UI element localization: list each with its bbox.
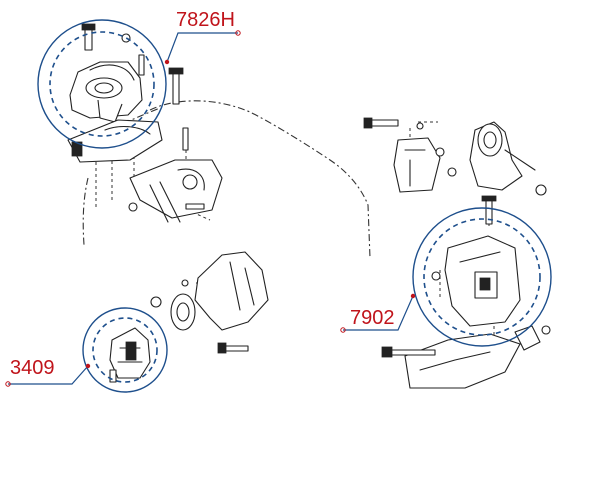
callout-circle-7902: [412, 207, 552, 347]
leader-dot-7902: [410, 293, 416, 299]
leader-end-7902: [340, 327, 346, 333]
rear-engine-mount: [381, 195, 551, 389]
leader-line-7826H: [166, 32, 238, 63]
center-bracket: [150, 251, 269, 354]
leader-end-7826H: [235, 30, 241, 36]
leader-dot-3409: [85, 363, 91, 369]
callout-label-3409[interactable]: 3409: [10, 357, 55, 379]
side-bracket-left: [128, 159, 223, 223]
callout-circle-7826H: [37, 19, 167, 149]
leader-line-3409: [8, 365, 89, 385]
front-engine-mount: [109, 327, 151, 383]
callout-circle-3409: [82, 307, 168, 393]
leader-line-7902: [343, 295, 414, 331]
transmission-mount-upper: [363, 117, 547, 196]
leader-end-3409: [5, 381, 11, 387]
upper-engine-mount: [67, 23, 189, 163]
leader-dot-7826H: [164, 59, 170, 65]
callout-label-7826H[interactable]: 7826H: [176, 9, 235, 31]
callout-label-7902[interactable]: 7902: [350, 307, 395, 329]
